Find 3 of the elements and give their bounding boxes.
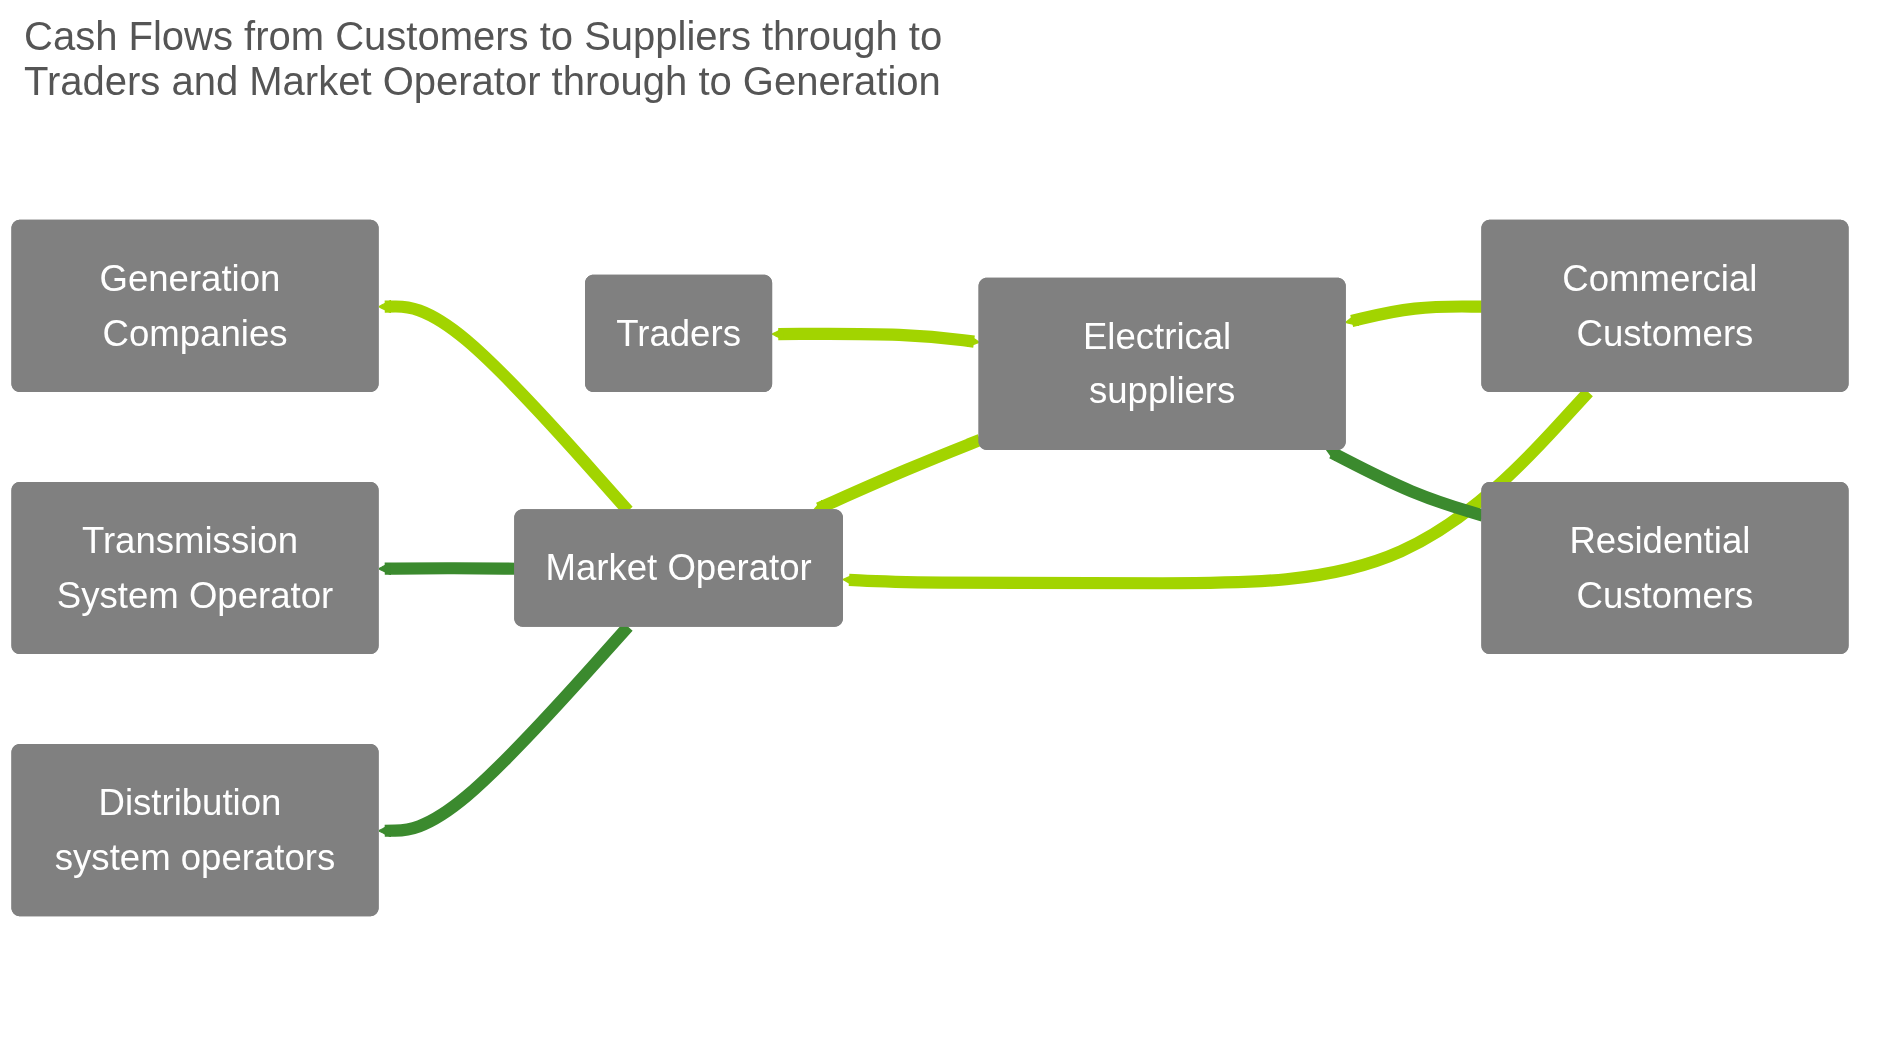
arrow <box>378 561 516 576</box>
diagram-title: Cash Flows from Customers to Suppliers through to Traders and Market Operator through to Generation <box>23 13 944 105</box>
arrow <box>1345 300 1483 327</box>
